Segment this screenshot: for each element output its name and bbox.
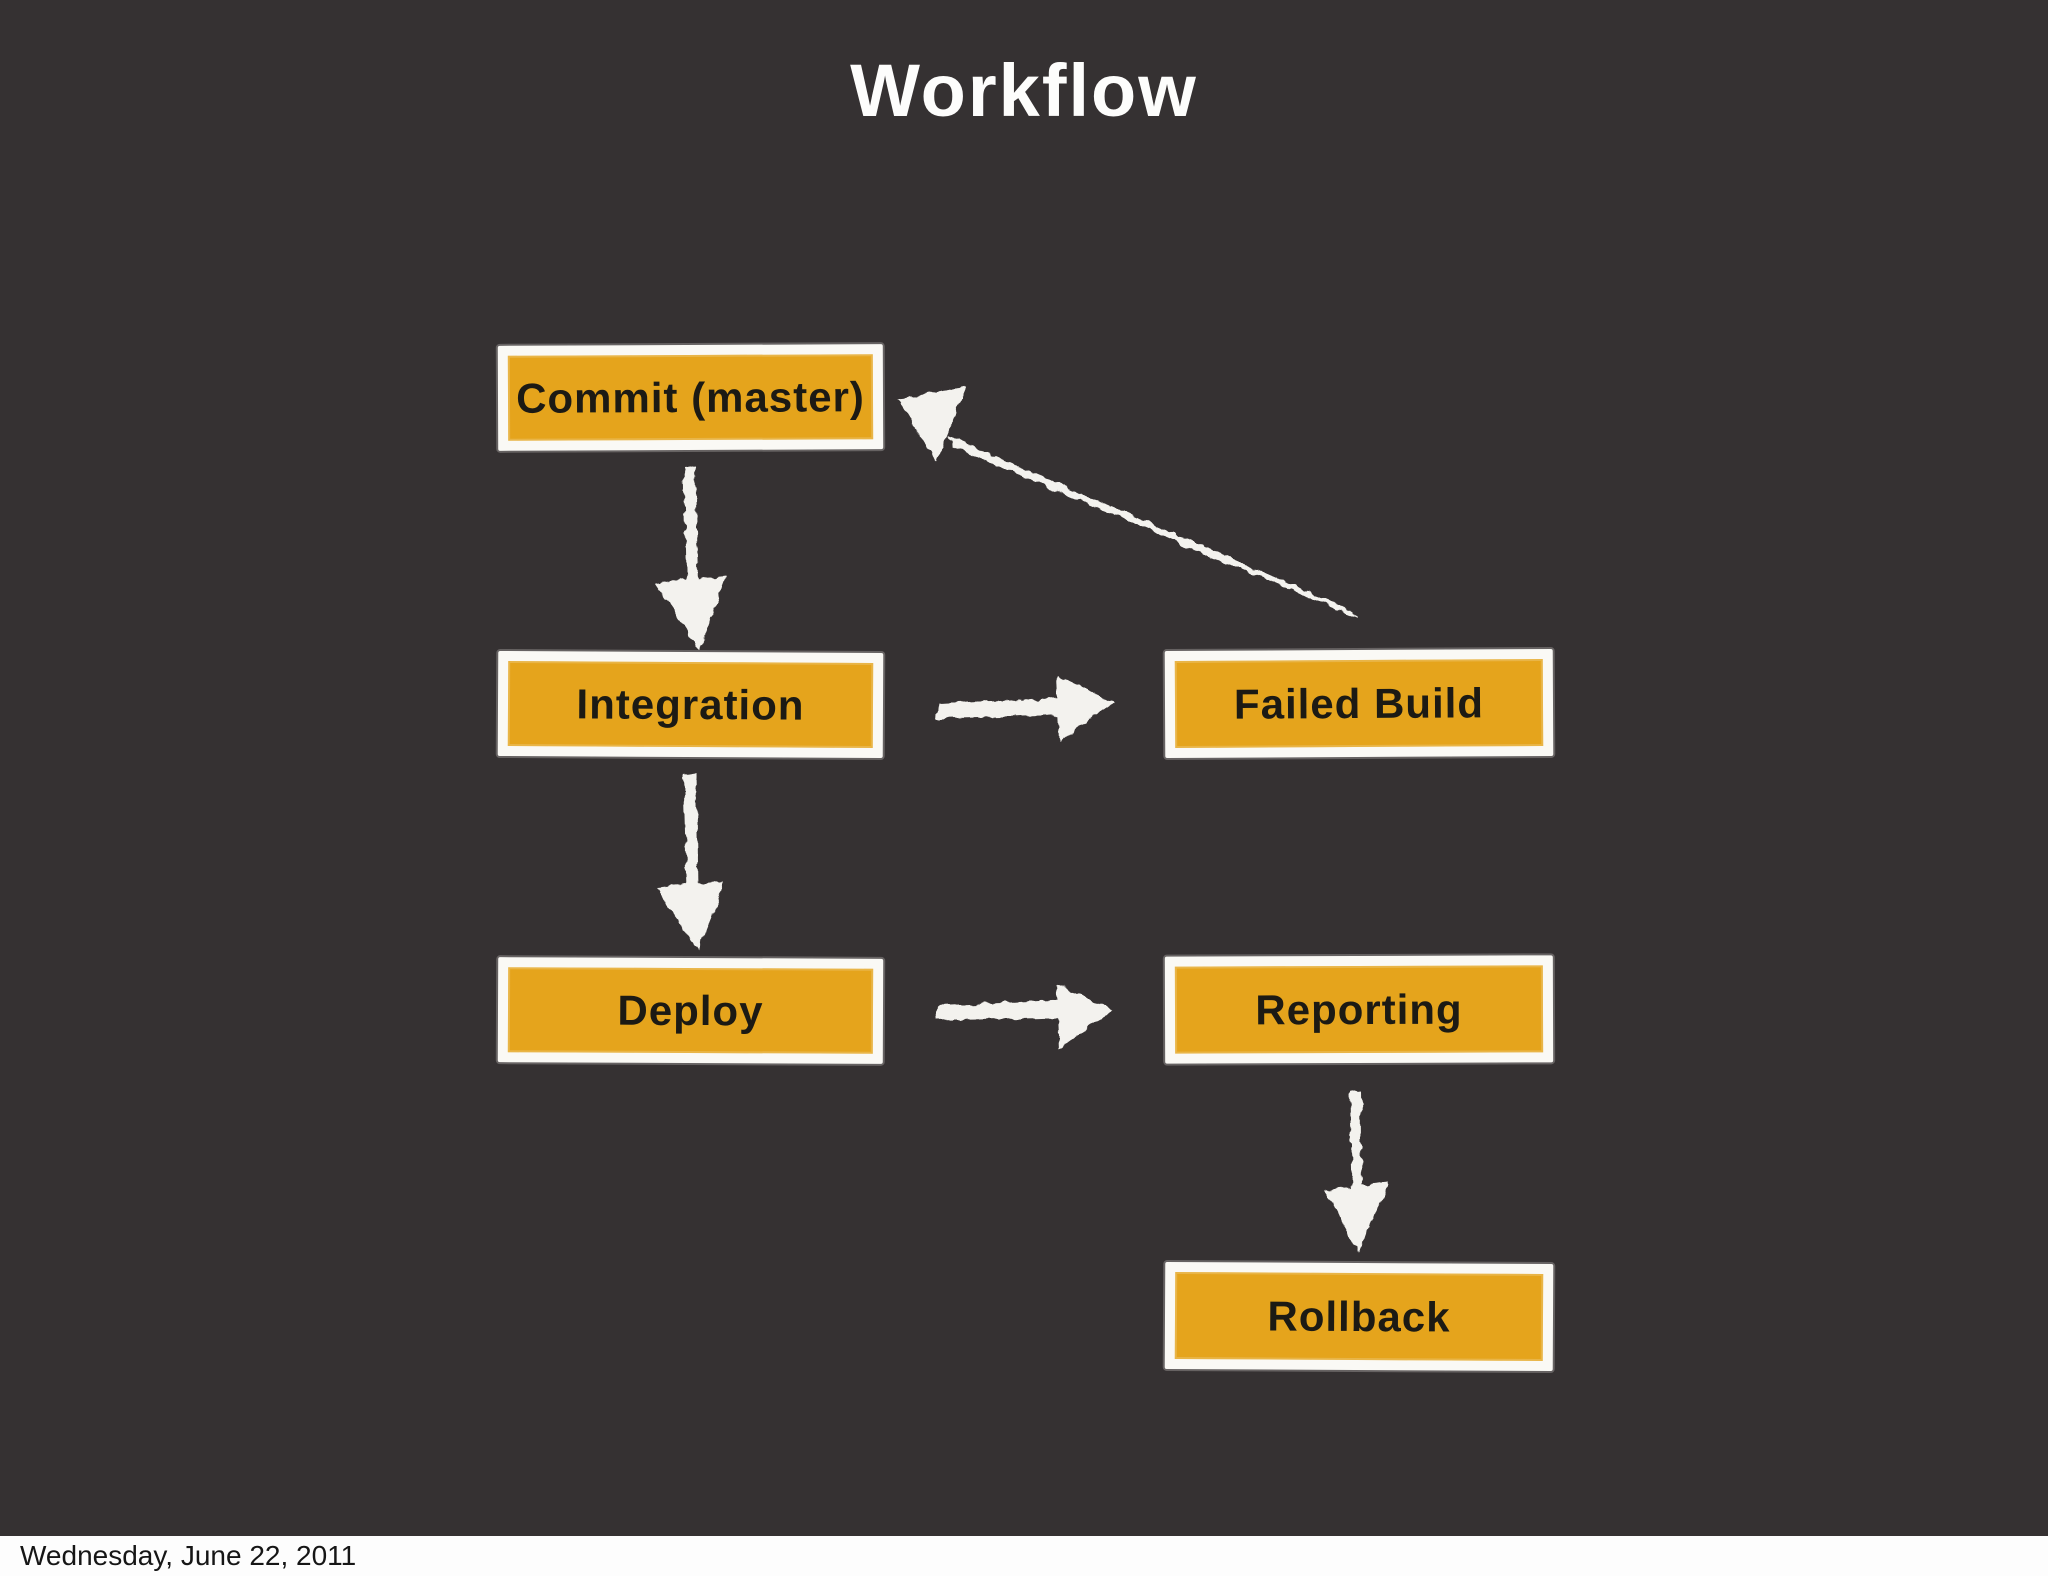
node-reporting-label: Reporting	[1255, 985, 1463, 1033]
arrow-integration-to-deploy	[656, 773, 725, 950]
node-deploy: Deploy	[497, 957, 884, 1064]
node-reporting: Reporting	[1164, 955, 1554, 1064]
arrow-reporting-to-rollback	[1325, 1090, 1388, 1252]
arrow-failed-build-to-commit	[898, 387, 1357, 618]
node-integration-label: Integration	[576, 679, 805, 729]
node-failed-build-label: Failed Build	[1233, 678, 1485, 728]
slide: Workflow	[0, 0, 2048, 1536]
arrow-integration-to-failed-build	[936, 675, 1113, 742]
node-integration: Integration	[497, 650, 884, 759]
node-deploy-label: Deploy	[617, 986, 764, 1034]
node-failed-build: Failed Build	[1164, 648, 1554, 759]
arrow-deploy-to-reporting	[936, 984, 1113, 1048]
node-rollback: Rollback	[1164, 1261, 1554, 1372]
node-rollback-label: Rollback	[1267, 1292, 1451, 1340]
arrow-layer	[655, 387, 1388, 1252]
slide-footer: Wednesday, June 22, 2011	[0, 1536, 2048, 1576]
node-commit-master: Commit (master)	[497, 344, 884, 451]
slide-title: Workflow	[850, 49, 1198, 132]
node-commit-master-label: Commit (master)	[516, 372, 865, 422]
footer-date: Wednesday, June 22, 2011	[20, 1540, 357, 1571]
arrow-commit-to-integration	[655, 466, 726, 650]
